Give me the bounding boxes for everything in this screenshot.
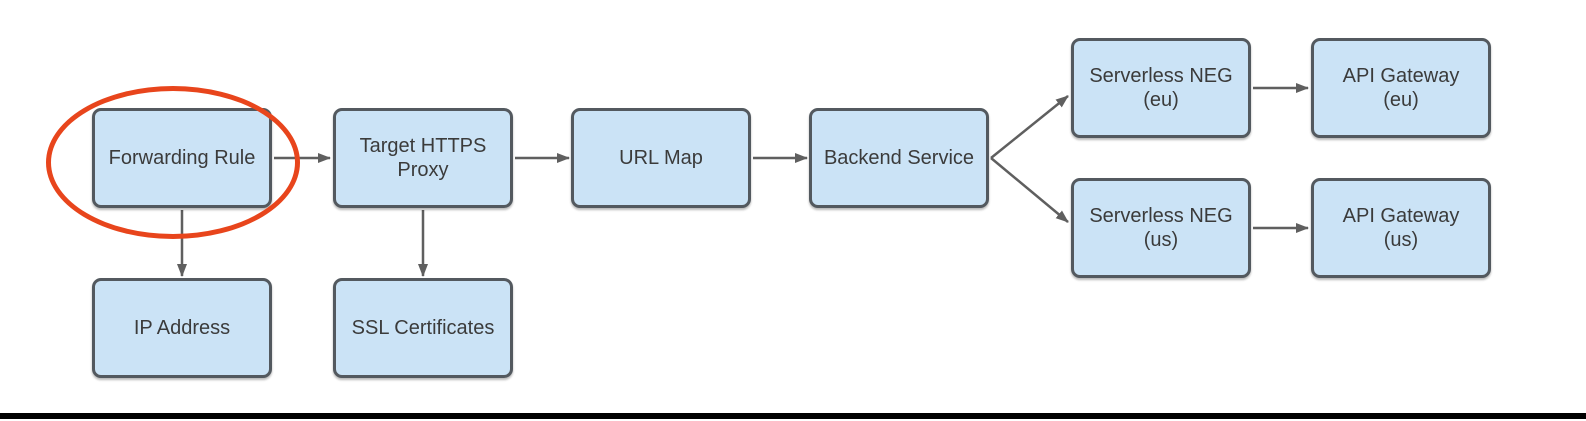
node-api-gateway-us: API Gateway (us) xyxy=(1311,178,1491,278)
node-label-api-gateway-us: API Gateway (us) xyxy=(1342,205,1460,251)
node-serverless-neg-eu: Serverless NEG (eu) xyxy=(1071,38,1251,138)
node-label-url-map: URL Map xyxy=(619,147,703,169)
arrow-backend-service-to-serverless-neg-eu xyxy=(990,95,1069,159)
arrow-backend-service-to-serverless-neg-us xyxy=(990,157,1069,223)
highlight-ellipse xyxy=(46,86,300,239)
node-label-ip-address: IP Address xyxy=(133,317,231,339)
node-api-gateway-eu: API Gateway (eu) xyxy=(1311,38,1491,138)
node-label-serverless-neg-us: Serverless NEG (us) xyxy=(1089,205,1233,251)
node-label-backend-service: Backend Service xyxy=(823,147,975,169)
bottom-edge-bar xyxy=(0,413,1586,419)
node-backend-service: Backend Service xyxy=(809,108,989,208)
node-label-serverless-neg-eu: Serverless NEG (eu) xyxy=(1089,65,1233,111)
node-label-ssl-certificates: SSL Certificates xyxy=(351,317,495,339)
node-url-map: URL Map xyxy=(571,108,751,208)
node-ip-address: IP Address xyxy=(92,278,272,378)
node-ssl-certificates: SSL Certificates xyxy=(333,278,513,378)
node-target-https-proxy: Target HTTPS Proxy xyxy=(333,108,513,208)
node-serverless-neg-us: Serverless NEG (us) xyxy=(1071,178,1251,278)
node-label-api-gateway-eu: API Gateway (eu) xyxy=(1342,65,1460,111)
node-label-target-https-proxy: Target HTTPS Proxy xyxy=(359,135,487,181)
